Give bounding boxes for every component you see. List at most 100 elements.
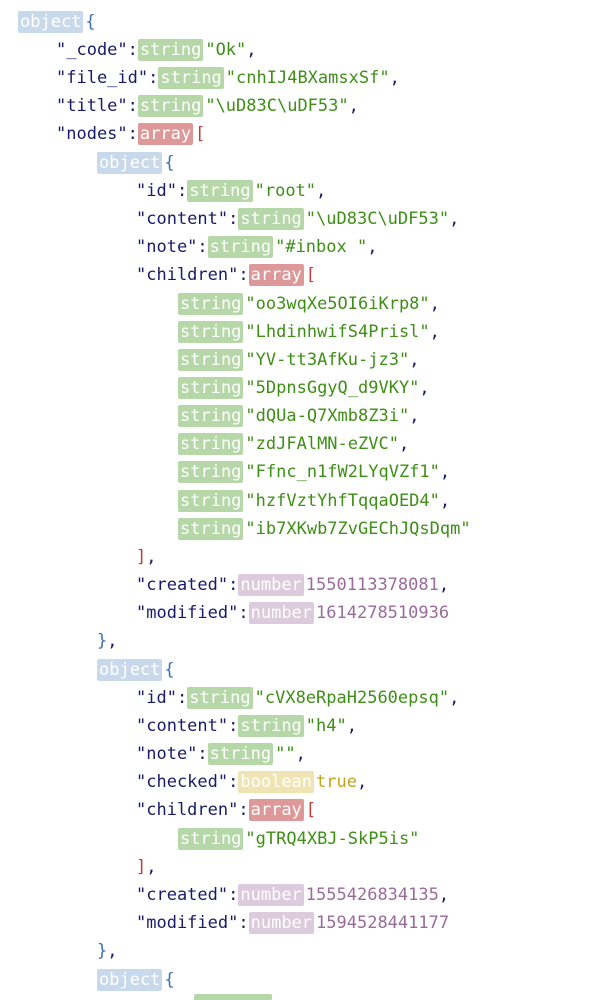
json-line: "id":string"cVX8eRpaH2560epsq", (136, 687, 460, 709)
json-line: object{ (0, 151, 175, 175)
string-type-tag-partial (194, 994, 272, 1000)
number-value[interactable]: 1550113378081 (305, 575, 439, 595)
array-item: string"gTRQ4XBJ-SkP5is" (0, 827, 419, 851)
json-key: "file_id" (56, 68, 149, 88)
string-type-tag[interactable]: string (178, 461, 244, 483)
string-type-tag[interactable]: string (178, 293, 244, 315)
boolean-value[interactable]: true (316, 772, 357, 792)
string-value[interactable]: "#inbox " (275, 237, 368, 257)
string-type-tag[interactable]: string (137, 39, 204, 61)
string-value[interactable]: "" (275, 744, 296, 764)
json-key: "nodes" (56, 124, 128, 144)
json-line: ], (136, 857, 157, 877)
close-brace: } (97, 631, 108, 651)
json-key: "content" (136, 716, 229, 736)
string-type-tag[interactable]: string (178, 433, 244, 455)
string-value[interactable]: "cnhIJ4BXamsxSf" (225, 68, 390, 88)
string-value[interactable]: "oo3wqXe5OI6iKrp8" (245, 294, 430, 314)
array-item: string"Ffnc_n1fW2LYqVZf1", (178, 461, 451, 483)
string-type-tag[interactable]: string (178, 349, 244, 371)
json-key: "checked" (136, 772, 229, 792)
json-key: "title" (56, 96, 128, 116)
string-type-tag[interactable]: string (238, 208, 304, 230)
string-value[interactable]: "gTRQ4XBJ-SkP5is" (245, 829, 420, 849)
number-type-tag[interactable]: number (238, 574, 304, 596)
number-type-tag[interactable]: number (238, 884, 304, 906)
object-type-toggle[interactable]: object (97, 969, 163, 991)
array-type-toggle[interactable]: array (248, 799, 304, 821)
json-line: object{ (0, 658, 175, 682)
json-line: "note":string"", (136, 743, 306, 765)
close-bracket: ] (136, 547, 147, 567)
number-type-tag[interactable]: number (248, 912, 315, 934)
object-type-toggle[interactable]: object (97, 659, 163, 681)
number-value[interactable]: 1594528441177 (316, 913, 450, 933)
open-brace: { (85, 12, 96, 32)
json-line: "children":array[ (136, 799, 317, 821)
json-key: "children" (136, 265, 239, 285)
json-line: }, (97, 941, 118, 961)
string-value[interactable]: "root" (254, 181, 317, 201)
json-line: "children":array[ (136, 264, 317, 286)
array-type-toggle[interactable]: array (248, 264, 304, 286)
string-value[interactable]: "hzfVztYhfTqqaOED4" (245, 491, 440, 511)
string-type-tag[interactable]: string (137, 95, 204, 117)
open-bracket: [ (305, 800, 317, 820)
json-line: "title":string"\uD83C\uDF53", (56, 95, 359, 117)
json-key: "id" (136, 688, 177, 708)
string-value[interactable]: "ib7XKwb7ZvGEChJQsDqm" (245, 519, 471, 539)
string-value[interactable]: "h4" (305, 716, 347, 736)
json-key: "created" (136, 575, 229, 595)
string-type-tag[interactable]: string (158, 67, 224, 89)
json-key: "id" (136, 181, 177, 201)
open-brace: { (164, 153, 175, 173)
array-item: string"5DpnsGgyQ_d9VKY", (178, 377, 430, 399)
number-value[interactable]: 1614278510936 (316, 603, 450, 623)
string-type-tag[interactable]: string (178, 321, 244, 343)
string-type-tag[interactable]: string (178, 377, 244, 399)
string-value[interactable]: "Ffnc_n1fW2LYqVZf1" (245, 462, 440, 482)
string-value[interactable]: "zdJFAlMN-eZVC" (245, 434, 399, 454)
array-item: string"YV-tt3AfKu-jz3", (178, 349, 420, 371)
object-type-toggle[interactable]: object (97, 152, 163, 174)
string-value[interactable]: "LhdinhwifS4Prisl" (245, 322, 430, 342)
number-value[interactable]: 1555426834135 (305, 885, 439, 905)
string-type-tag[interactable]: string (187, 180, 253, 202)
json-line: "content":string"\uD83C\uDF53", (136, 208, 460, 230)
string-value[interactable]: "YV-tt3AfKu-jz3" (245, 350, 410, 370)
string-type-tag[interactable]: string (178, 405, 244, 427)
close-bracket: ] (136, 857, 147, 877)
boolean-type-tag[interactable]: boolean (238, 771, 315, 793)
object-type-toggle[interactable]: object (18, 11, 84, 33)
string-type-tag[interactable]: string (238, 715, 304, 737)
array-type-toggle[interactable]: array (137, 123, 194, 145)
json-line: "id":string"root", (136, 180, 327, 202)
json-line: object{ (0, 10, 96, 34)
json-key: "note" (136, 744, 198, 764)
string-type-tag[interactable]: string (178, 518, 244, 540)
string-value[interactable]: "\uD83C\uDF53" (205, 96, 349, 116)
string-type-tag[interactable]: string (207, 236, 274, 258)
number-type-tag[interactable]: number (248, 602, 315, 624)
string-type-tag[interactable]: string (207, 743, 274, 765)
array-item: string"LhdinhwifS4Prisl", (178, 321, 440, 343)
string-value[interactable]: "\uD83C\uDF53" (305, 209, 450, 229)
string-type-tag[interactable]: string (178, 490, 244, 512)
array-item: string"hzfVztYhfTqqaOED4", (178, 490, 451, 512)
string-type-tag[interactable]: string (178, 828, 244, 850)
string-value[interactable]: "dQUa-Q7Xmb8Z3i" (245, 406, 410, 426)
string-value[interactable]: "Ok" (205, 40, 247, 60)
string-value[interactable]: "5DpnsGgyQ_d9VKY" (245, 378, 420, 398)
string-value[interactable]: "cVX8eRpaH2560epsq" (254, 688, 450, 708)
close-brace: } (97, 941, 108, 961)
json-line: "note":string"#inbox ", (136, 236, 378, 258)
string-type-tag[interactable]: string (187, 687, 253, 709)
array-item: string"dQUa-Q7Xmb8Z3i", (178, 405, 420, 427)
open-bracket: [ (305, 265, 317, 285)
json-line: ], (136, 547, 157, 567)
